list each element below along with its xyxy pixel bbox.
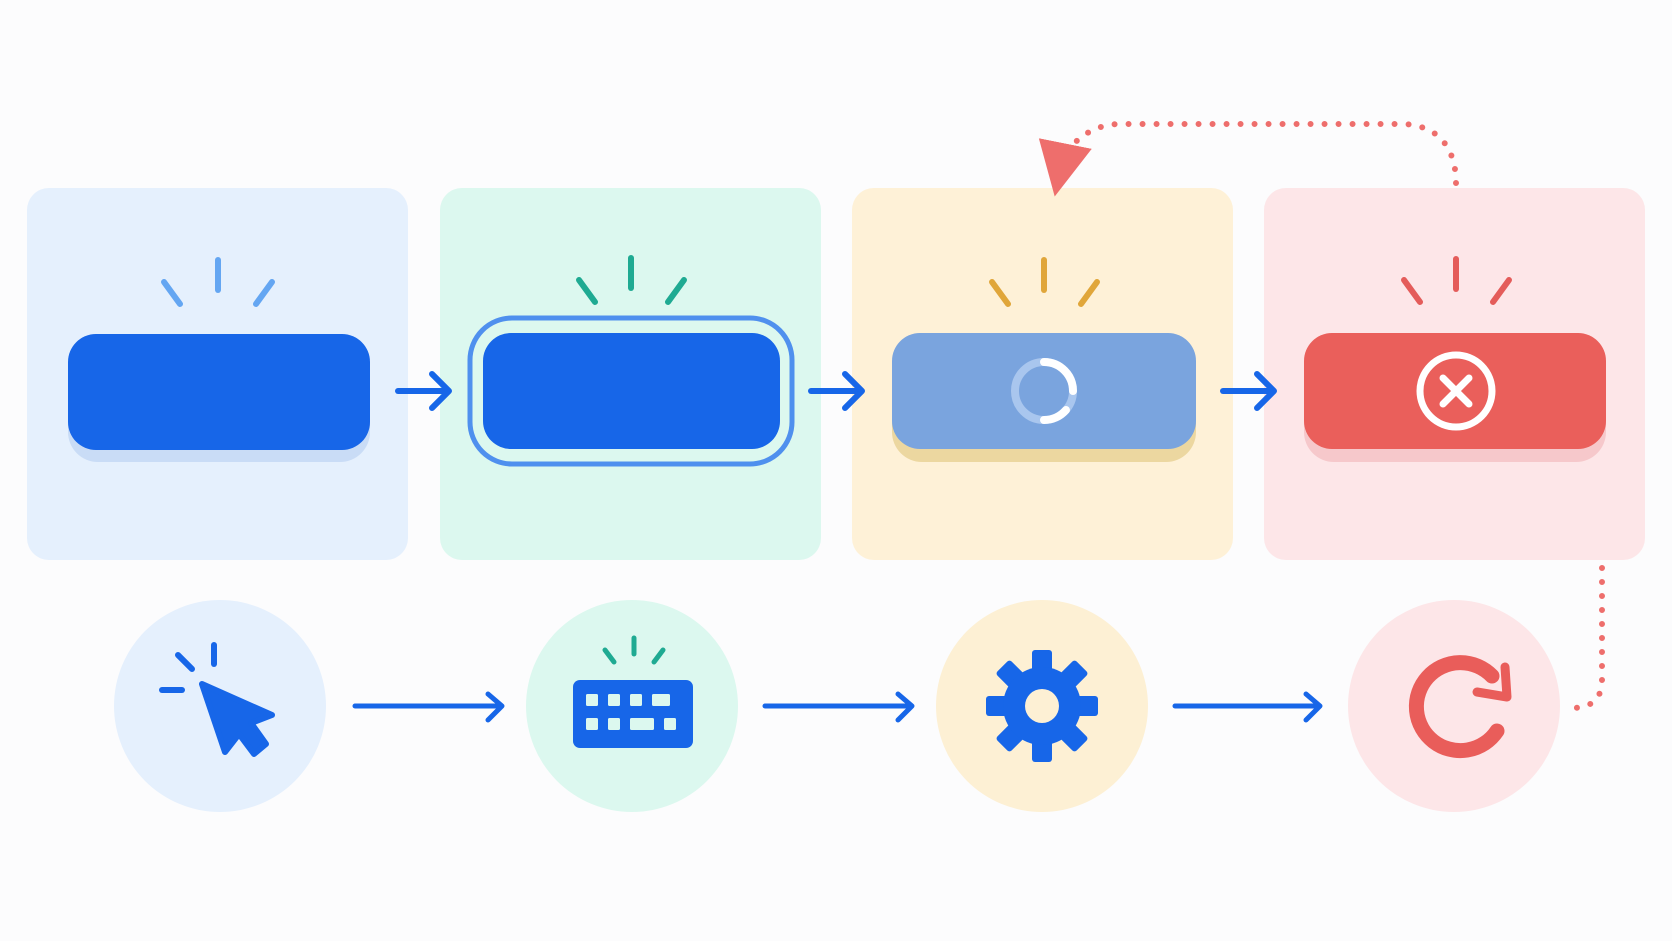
arrow-click-to-keyboard	[352, 691, 505, 723]
cursor-click-icon	[159, 642, 275, 757]
arrow-keyboard-to-process	[762, 691, 915, 723]
arrow-default-to-focus	[395, 371, 452, 411]
button-default[interactable]	[68, 334, 370, 450]
circle-retry-trigger	[1348, 600, 1560, 812]
arrow-process-to-retry	[1172, 691, 1323, 723]
spark-icon-default	[161, 257, 275, 307]
x-circle-icon	[1416, 351, 1496, 431]
dotted-connector-error-to-loading	[1038, 121, 1459, 197]
button-focus[interactable]	[483, 333, 780, 449]
spark-icon-error	[1401, 256, 1512, 305]
arrow-focus-to-loading	[808, 371, 865, 411]
arrow-loading-to-error	[1220, 371, 1277, 411]
spark-icon-focus	[576, 255, 687, 305]
retry-icon	[1408, 655, 1512, 759]
spinner-icon	[1011, 358, 1077, 425]
gear-icon	[986, 650, 1098, 762]
focus-ring	[467, 315, 795, 467]
keyboard-icon	[573, 635, 693, 748]
spark-icon-loading	[989, 257, 1100, 307]
dotted-connector-error-to-retry	[1569, 565, 1605, 711]
button-loading[interactable]	[892, 333, 1196, 449]
